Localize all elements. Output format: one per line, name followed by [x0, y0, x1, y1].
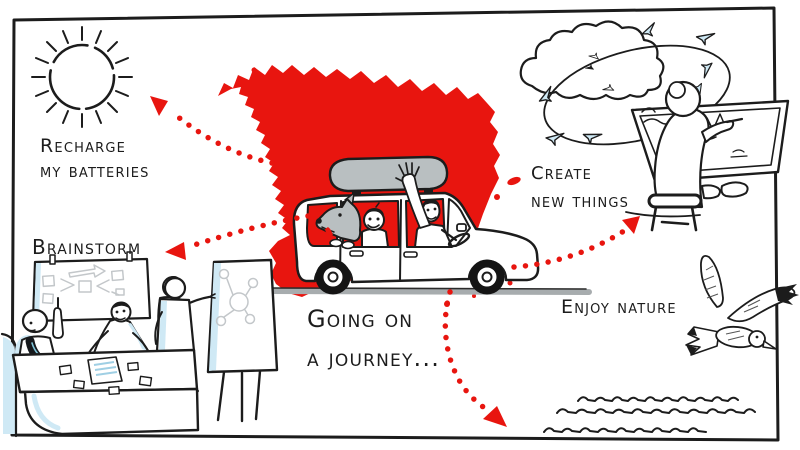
person-standing	[154, 276, 196, 353]
board-signature	[730, 149, 748, 158]
enjoy-nature-label: Enjoy nature	[561, 296, 677, 318]
flipchart-legs	[216, 369, 262, 423]
waves-icon	[543, 396, 756, 433]
paint-splatter	[472, 294, 476, 298]
board-sketch	[641, 107, 727, 141]
dog	[315, 192, 362, 250]
journey-caption-line1: Going on	[307, 305, 413, 333]
front-wheel	[469, 259, 505, 295]
door-handle	[349, 250, 364, 257]
whiteboard-pin	[49, 254, 56, 265]
rear-wheel	[315, 259, 351, 295]
journey-caption-line2: a journey...	[307, 344, 440, 372]
recharge-label-line2: my batteries	[40, 160, 150, 182]
roof-mount	[424, 188, 433, 193]
rear-wheel-hub	[327, 271, 339, 283]
idea-cloud-scene	[519, 20, 790, 232]
side-mirror	[456, 223, 467, 232]
arrow-to-nature	[442, 289, 507, 427]
paint-splatter	[494, 194, 500, 200]
brainstorm-scene	[0, 251, 200, 438]
sun-icon	[31, 26, 133, 128]
whiteboard-sketch	[41, 264, 125, 305]
arrow-to-brainstorm	[165, 213, 311, 260]
paper-plane-icons	[538, 22, 716, 146]
whiteboard-pin	[126, 251, 133, 262]
drawing-board-inner	[639, 107, 781, 174]
arrow-to-sun	[150, 96, 275, 166]
front-wheel-hub	[481, 271, 493, 283]
door-handle	[403, 251, 418, 258]
frame-border	[10, 6, 780, 442]
mind-map-sketch	[215, 268, 259, 327]
idea-cloud	[519, 20, 665, 101]
family-car	[292, 155, 540, 295]
paint-splatter	[507, 280, 513, 286]
roof-box	[328, 155, 449, 193]
stool	[647, 193, 703, 209]
paint-splatter	[251, 67, 257, 73]
seagull-icon	[685, 254, 799, 356]
paint-splatter	[507, 176, 521, 186]
create-label-line1: Create	[531, 163, 592, 184]
papers-on-table	[58, 356, 153, 396]
table-front	[18, 387, 200, 436]
artist	[625, 80, 749, 232]
roof-mount	[352, 190, 361, 195]
waving-man	[395, 162, 471, 248]
arrow-to-create	[511, 216, 640, 270]
ground-line	[266, 287, 592, 295]
chair	[3, 337, 15, 434]
flipchart-board	[206, 258, 279, 374]
recharge-label-line1: Recharge	[40, 135, 126, 157]
child-passenger	[361, 202, 389, 248]
create-label-line2: new things	[531, 191, 629, 212]
brainstorm-label: Brainstorm	[32, 235, 141, 259]
